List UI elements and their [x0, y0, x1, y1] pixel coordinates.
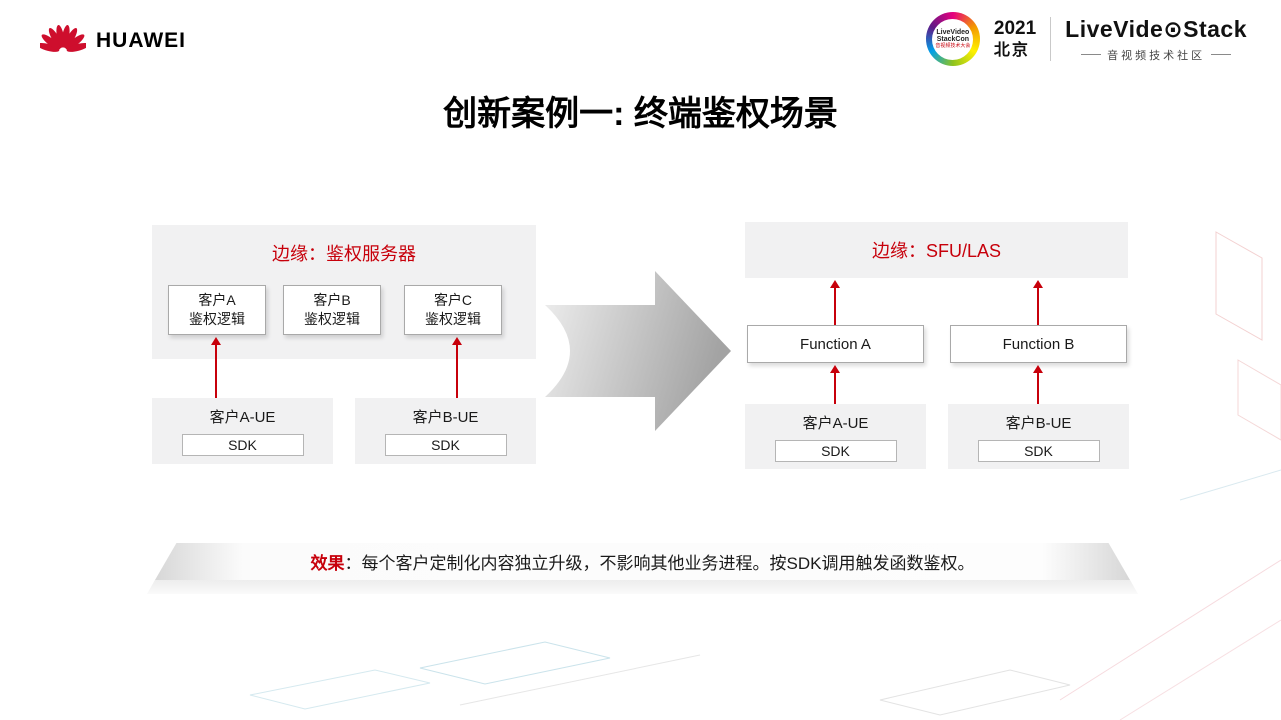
huawei-flower-icon — [37, 22, 89, 59]
arrow-shaft — [834, 286, 836, 325]
ue-panel-customer-b-right: 客户B-UE SDK — [948, 404, 1129, 469]
sdk-box: SDK — [384, 434, 507, 456]
right-edge-panel: 边缘：SFU/LAS — [745, 222, 1128, 278]
effect-banner-base — [147, 580, 1138, 594]
tagline-left-line — [1081, 54, 1102, 55]
livevideostack-wordmark: LiveVide⊙Stack — [1065, 16, 1247, 43]
ue-panel-customer-a-left: 客户A-UE SDK — [152, 398, 333, 464]
arrow-shaft — [215, 343, 217, 398]
logic-box-line: 鉴权逻辑 — [425, 311, 481, 327]
tagline-right-line — [1211, 54, 1232, 55]
arrow-shaft — [456, 343, 458, 398]
page-title: 创新案例一: 终端鉴权场景 — [443, 95, 838, 133]
function-a-box: Function A — [747, 325, 924, 363]
logic-box-line: 鉴权逻辑 — [189, 311, 245, 327]
sdk-box: SDK — [181, 434, 304, 456]
logic-box-line: 鉴权逻辑 — [304, 311, 360, 327]
lvs-part1: LiveVide — [1065, 15, 1164, 42]
ue-panel-customer-b-left: 客户B-UE SDK — [355, 398, 536, 464]
arrow-head — [452, 337, 462, 345]
badge-line2: StackCon — [936, 36, 970, 44]
huawei-logo: HUAWEI — [37, 22, 186, 59]
event-year: 2021 — [993, 18, 1037, 39]
function-b-box: Function B — [950, 325, 1127, 363]
logic-box-line: 客户C — [433, 292, 473, 309]
ue-label: 客户A-UE — [209, 409, 276, 426]
lvs-con-badge-text: LiveVideo StackCon 音视频技术大会 — [932, 18, 974, 60]
right-panel-title: 边缘：SFU/LAS — [871, 241, 1002, 261]
arrow-head — [211, 337, 221, 345]
huawei-wordmark: HUAWEI — [96, 28, 186, 52]
livevideostack-logo: LiveVide⊙Stack 音视频技术社区 — [1065, 16, 1247, 63]
effect-banner: 效果：每个客户定制化内容独立升级，不影响其他业务进程。按SDK调用触发函数鉴权。 — [155, 543, 1130, 580]
arrow-head — [830, 365, 840, 373]
event-city: 北京 — [993, 41, 1030, 59]
ue-panel-customer-a-right: 客户A-UE SDK — [745, 404, 926, 469]
lvs-part2: Stack — [1183, 15, 1247, 42]
arrow-head — [1033, 365, 1043, 373]
event-year-city: 2021 北京 — [994, 18, 1036, 60]
logic-box-line: 客户B — [313, 292, 351, 309]
sdk-box: SDK — [774, 440, 897, 462]
arrow-head — [1033, 280, 1043, 288]
ue-label: 客户B-UE — [412, 409, 479, 426]
transform-arrow-icon — [545, 271, 731, 431]
sdk-box: SDK — [977, 440, 1100, 462]
arrow-head — [830, 280, 840, 288]
effect-label: 效果 — [310, 554, 345, 573]
logic-box-customer-a: 客户A 鉴权逻辑 — [168, 285, 266, 335]
effect-text: ：每个客户定制化内容独立升级，不影响其他业务进程。按SDK调用触发函数鉴权。 — [344, 554, 975, 573]
divider — [1050, 17, 1052, 61]
arrow-shaft — [1037, 371, 1039, 404]
ue-label: 客户B-UE — [1005, 415, 1072, 432]
left-panel-title: 边缘：鉴权服务器 — [272, 244, 416, 264]
left-edge-panel: 边缘：鉴权服务器 客户A 鉴权逻辑 客户B 鉴权逻辑 客户C 鉴权逻辑 — [152, 225, 536, 359]
lvs-o-icon: ⊙ — [1163, 15, 1184, 42]
logic-box-line: 客户A — [198, 292, 236, 309]
arrow-shaft — [834, 371, 836, 404]
logic-box-customer-b: 客户B 鉴权逻辑 — [283, 285, 381, 335]
livevideostack-tagline: 音视频技术社区 — [1081, 47, 1232, 63]
badge-line3: 音视频技术大会 — [935, 42, 971, 49]
arrow-shaft — [1037, 286, 1039, 325]
tagline-text: 音视频技术社区 — [1107, 49, 1206, 62]
event-branding: LiveVideo StackCon 音视频技术大会 2021 北京 LiveV… — [925, 12, 1247, 66]
lvs-con-badge-icon: LiveVideo StackCon 音视频技术大会 — [925, 12, 980, 66]
ue-label: 客户A-UE — [802, 415, 869, 432]
badge-line1: LiveVideo — [936, 28, 970, 36]
logic-box-customer-c: 客户C 鉴权逻辑 — [404, 285, 502, 335]
